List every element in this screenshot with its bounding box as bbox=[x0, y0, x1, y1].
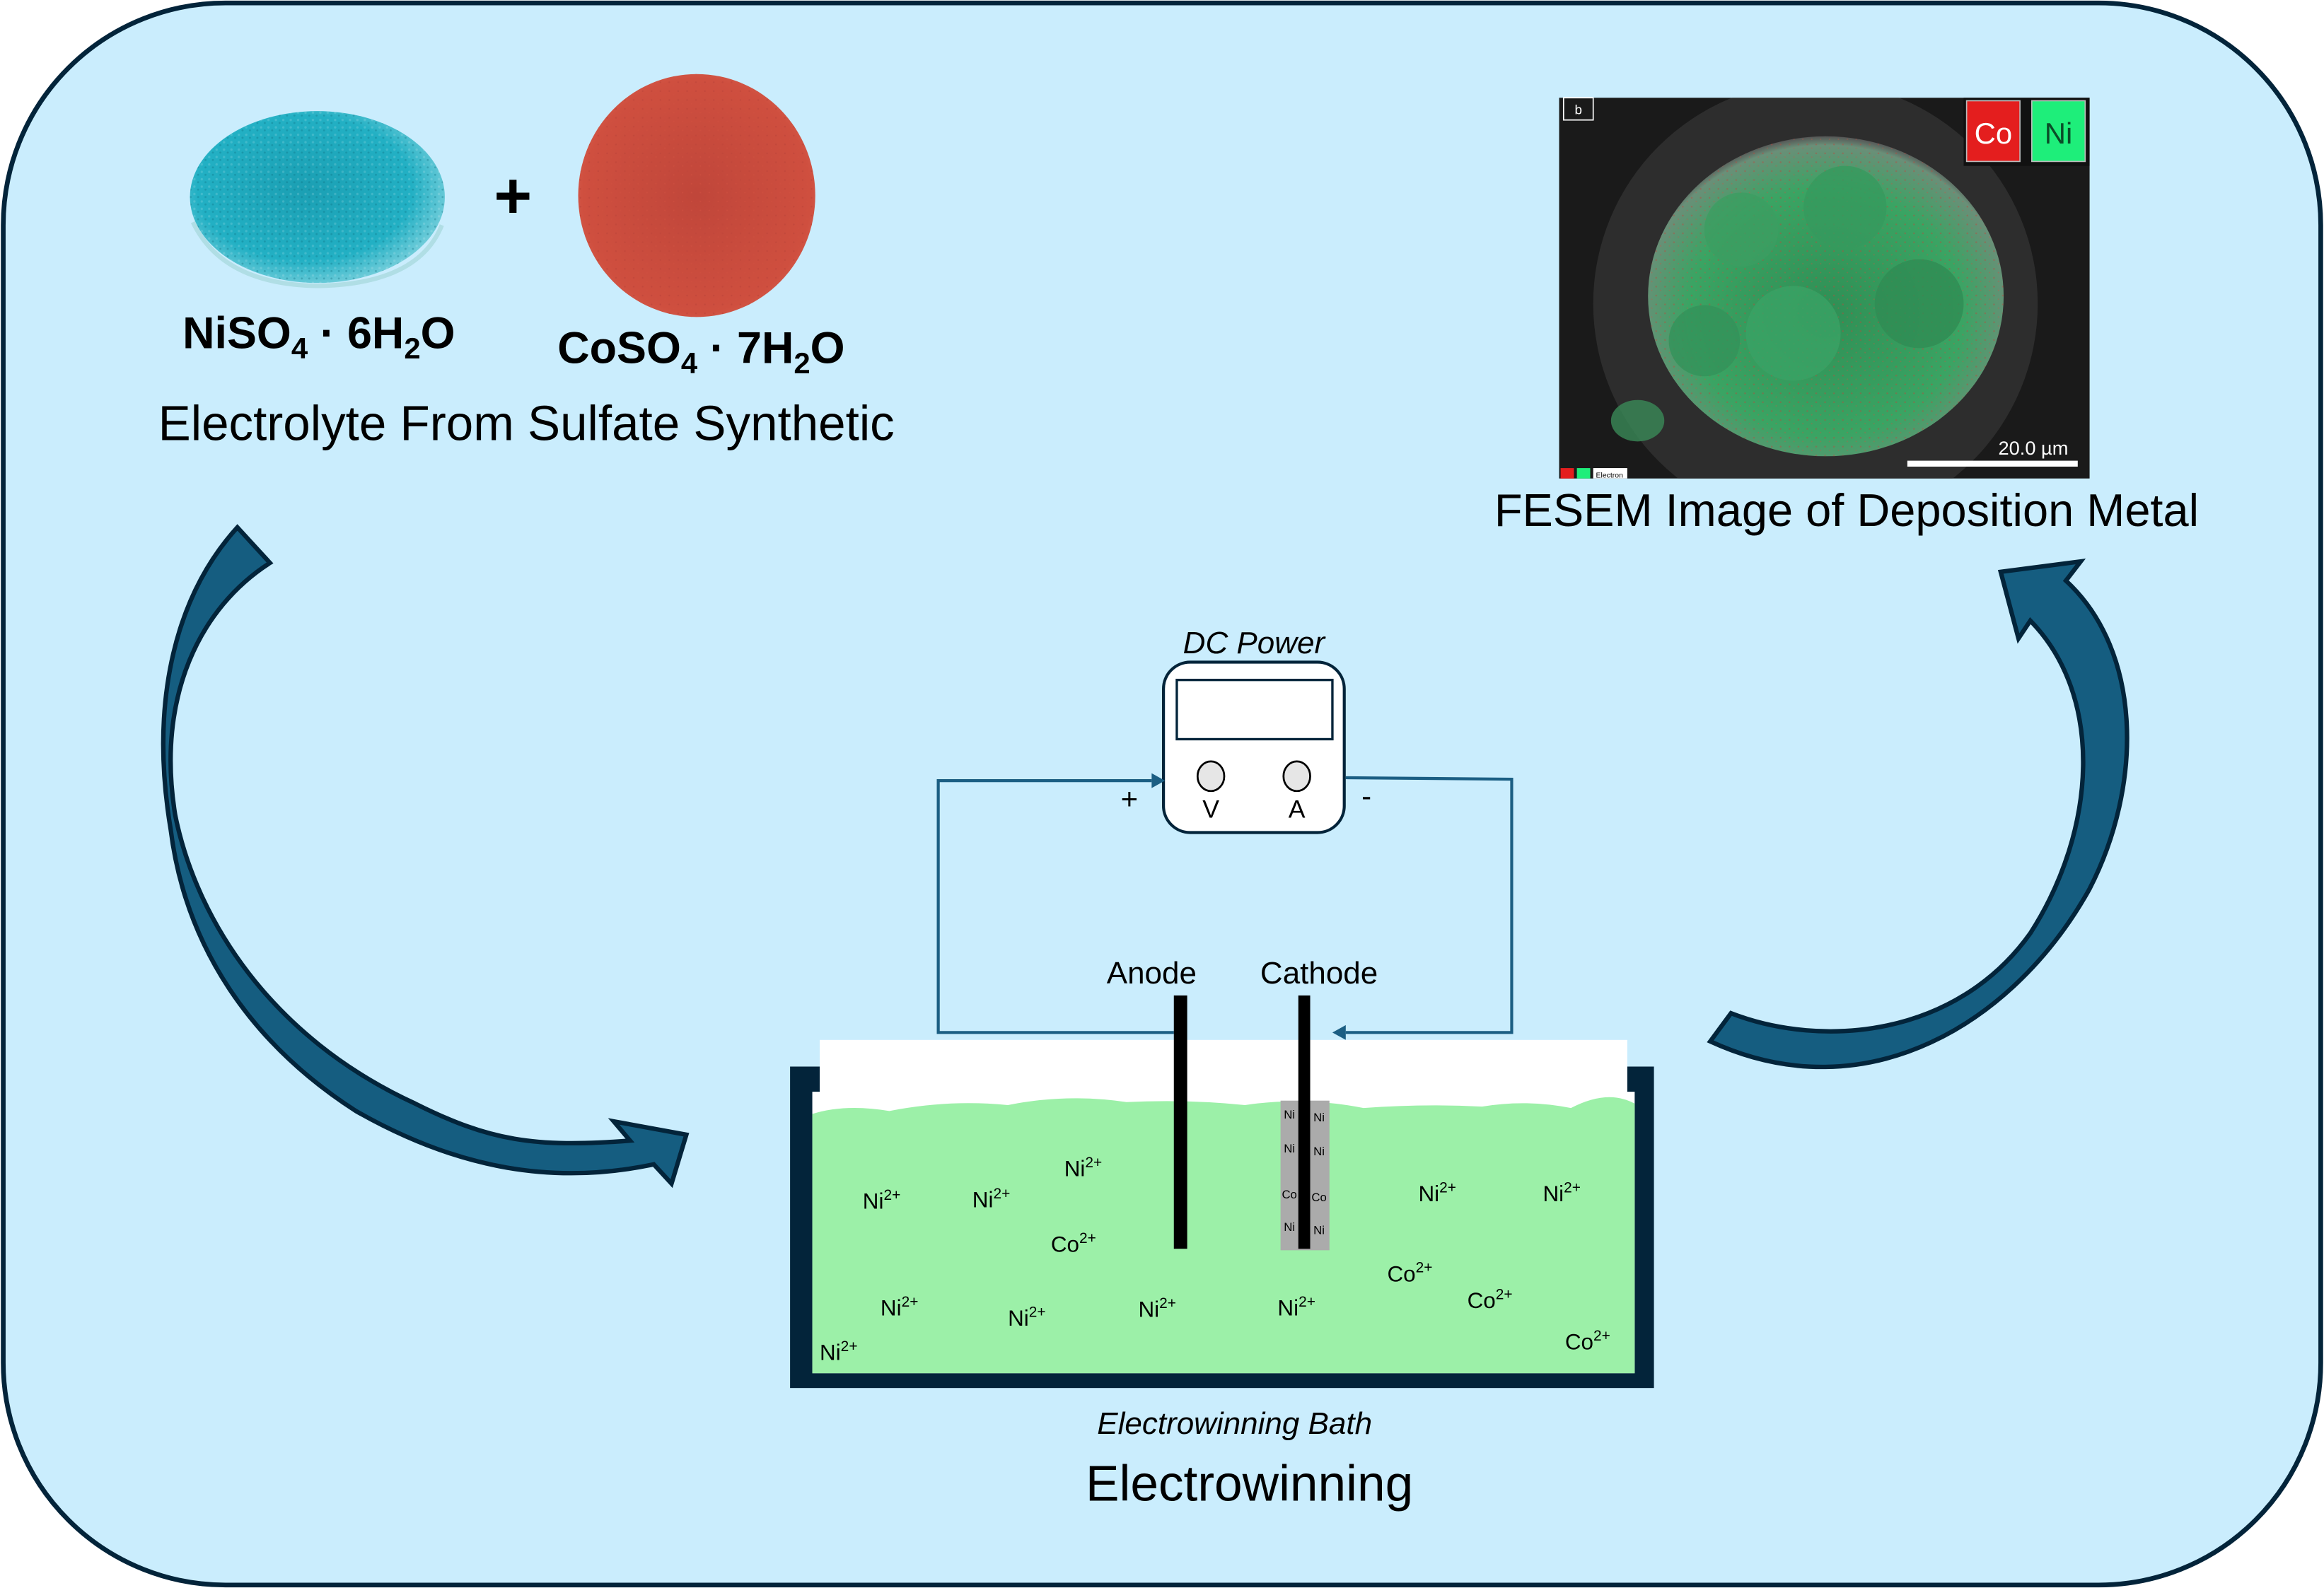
curved-arrow-right bbox=[1707, 558, 2130, 1070]
ion-label: Ni2+ bbox=[1008, 1304, 1046, 1331]
cobalt-sulfate-formula: CoSO4 · 7H2O bbox=[557, 323, 844, 380]
ion-label: Ni2+ bbox=[1542, 1180, 1581, 1207]
nickel-sulfate-sample bbox=[190, 111, 445, 288]
voltage-knob[interactable] bbox=[1196, 760, 1226, 793]
deposit-label-left: Ni bbox=[1284, 1108, 1295, 1121]
ion-label: Co2+ bbox=[1468, 1286, 1513, 1313]
positive-terminal-label: + bbox=[1121, 782, 1138, 815]
wire-arrow-to-cathode bbox=[1332, 1024, 1346, 1040]
co-map-label: Co bbox=[1975, 117, 2013, 150]
co-map-swatch bbox=[1965, 100, 2021, 163]
ion-label: Ni2+ bbox=[1277, 1294, 1315, 1321]
circuit-wires bbox=[936, 776, 1513, 1034]
ni-map-label: Ni bbox=[2045, 117, 2073, 150]
power-display bbox=[1175, 678, 1334, 741]
positive-wire bbox=[936, 779, 1174, 1034]
fesem-title: FESEM Image of Deposition Metal bbox=[1494, 484, 2199, 536]
curved-arrow-left bbox=[161, 524, 690, 1189]
ion-label: Ni2+ bbox=[972, 1186, 1011, 1213]
cathode-electrode bbox=[1298, 995, 1311, 1249]
nickel-sulfate-formula: NiSO4 · 6H2O bbox=[182, 308, 455, 365]
deposit-label-right: Ni bbox=[1313, 1223, 1325, 1237]
ion-label: Co2+ bbox=[1387, 1260, 1432, 1287]
ion-label: Ni2+ bbox=[820, 1338, 858, 1365]
voltage-label: V bbox=[1202, 795, 1219, 824]
cathode-label: Cathode bbox=[1260, 956, 1378, 991]
anode-label: Anode bbox=[1107, 956, 1197, 991]
deposit-label-right: Ni bbox=[1313, 1145, 1325, 1158]
ion-label: Ni2+ bbox=[1418, 1180, 1456, 1207]
ion-label: Ni2+ bbox=[863, 1187, 901, 1214]
ni-map-swatch bbox=[2031, 100, 2086, 163]
cobalt-sulfate-sample bbox=[578, 74, 815, 317]
current-label: A bbox=[1289, 795, 1306, 824]
deposit-label-left: Co bbox=[1282, 1188, 1296, 1201]
ion-label: Co2+ bbox=[1051, 1230, 1096, 1257]
scale-bar-label: 20.0 µm bbox=[1998, 437, 2068, 459]
electrolyte-solution bbox=[812, 1097, 1635, 1374]
fesem-panel-label: b bbox=[1574, 102, 1581, 117]
wire-arrow-to-power bbox=[1151, 773, 1166, 788]
anode-electrode bbox=[1173, 995, 1187, 1249]
ion-label: Ni2+ bbox=[1064, 1155, 1103, 1181]
electrolyte-title: Electrolyte From Sulfate Synthetic bbox=[158, 395, 895, 450]
negative-wire bbox=[1345, 776, 1513, 1034]
deposit-label-right: Ni bbox=[1313, 1111, 1325, 1124]
ion-label: Co2+ bbox=[1565, 1328, 1610, 1355]
electron-legend-label: Electron bbox=[1596, 472, 1624, 480]
ion-labels: Ni2+ Ni2+ Ni2+ Co2+ Ni2+ Ni2+ Co2+ Ni2+ Ni2+ Ni2+… bbox=[820, 1155, 1610, 1365]
electrowinning-title: Electrowinning bbox=[1086, 1456, 1413, 1512]
current-knob[interactable] bbox=[1282, 760, 1311, 793]
scale-bar bbox=[1907, 460, 2078, 467]
dc-power-title: DC Power bbox=[1183, 626, 1327, 660]
deposit-label-left: Ni bbox=[1284, 1220, 1295, 1234]
ion-label: Ni2+ bbox=[881, 1294, 919, 1321]
ion-label: Ni2+ bbox=[1138, 1295, 1176, 1322]
dc-power-supply: V A bbox=[1162, 660, 1346, 834]
bath-caption: Electrowinning Bath bbox=[1097, 1406, 1372, 1441]
electrowinning-tank bbox=[790, 1039, 1654, 1389]
negative-terminal-label: - bbox=[1361, 779, 1371, 812]
fesem-image: b Co Ni 20.0 µm Electron bbox=[1559, 97, 2090, 480]
plus-sign: + bbox=[494, 159, 532, 232]
deposit-label-right: Co bbox=[1311, 1191, 1326, 1204]
deposit-label-left: Ni bbox=[1284, 1142, 1295, 1155]
